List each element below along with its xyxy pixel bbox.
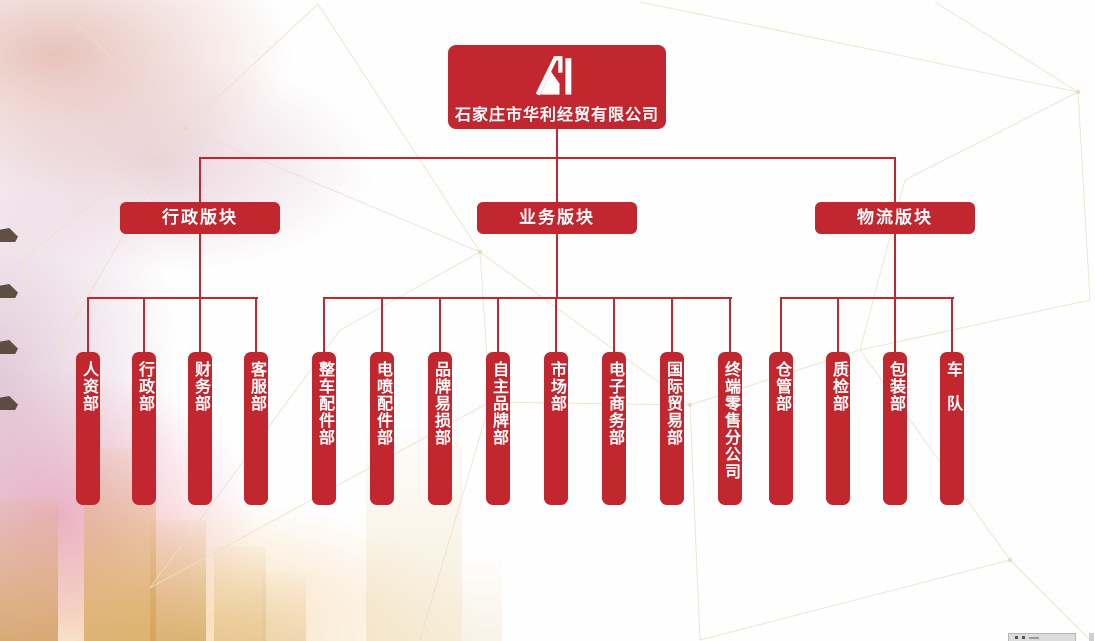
connector-drop [199, 157, 201, 203]
connector-dept-drop [671, 297, 673, 353]
company-logo-icon [535, 56, 572, 96]
connector-dept-drop [837, 297, 839, 353]
dept-node: 车队 [940, 352, 964, 505]
connector-drop [556, 157, 558, 203]
dept-label: 电子商务部 [606, 361, 623, 446]
connector-group-stem [894, 234, 896, 298]
dept-label: 自主品牌部 [490, 361, 507, 446]
section-node-business: 业务版块 [477, 202, 637, 234]
dept-label: 国际贸易部 [664, 361, 681, 446]
connector-group-stem [199, 234, 201, 298]
dept-node: 国际贸易部 [660, 352, 684, 505]
dept-label: 市场部 [548, 361, 565, 412]
connector-dept-drop [87, 297, 89, 353]
dept-node: 包装部 [883, 352, 907, 505]
dept-node: 行政部 [132, 352, 156, 505]
connector-group-rail [781, 297, 954, 299]
taskbar-sliver[interactable] [1008, 633, 1076, 641]
dept-node: 电子商务部 [602, 352, 626, 505]
connector-dept-drop [323, 297, 325, 353]
dept-node: 自主品牌部 [486, 352, 510, 505]
company-name: 石家庄市华利经贸有限公司 [454, 107, 659, 124]
dept-label: 终端零售分公司 [722, 361, 739, 480]
connector-dept-drop [780, 297, 782, 353]
dept-node: 电喷配件部 [370, 352, 394, 505]
connector-drop [894, 157, 896, 203]
connector-dept-drop [951, 297, 953, 353]
connector-dept-drop [497, 297, 499, 353]
connector-dept-drop [555, 297, 557, 353]
connector-dept-drop [255, 297, 257, 353]
dept-label: 车队 [944, 361, 961, 429]
connector-root-drop [556, 129, 558, 159]
dept-node: 人资部 [76, 352, 100, 505]
dept-node: 客服部 [244, 352, 268, 505]
dept-label: 包装部 [887, 361, 904, 412]
connector-dept-drop [729, 297, 731, 353]
dept-node: 仓管部 [769, 352, 793, 505]
dept-label: 财务部 [192, 361, 209, 412]
connector-dept-drop [613, 297, 615, 353]
dept-label: 行政部 [136, 361, 153, 412]
dept-label: 客服部 [248, 361, 265, 412]
dept-label: 整车配件部 [316, 361, 333, 446]
dept-label: 质检部 [830, 361, 847, 412]
dept-node: 终端零售分公司 [718, 352, 742, 505]
dept-node: 品牌易损部 [428, 352, 452, 505]
company-root-node: 石家庄市华利经贸有限公司 [448, 45, 666, 129]
dept-label: 仓管部 [773, 361, 790, 412]
dept-node: 整车配件部 [312, 352, 336, 505]
connector-dept-drop [381, 297, 383, 353]
dept-label: 品牌易损部 [432, 361, 449, 446]
section-node-admin: 行政版块 [120, 202, 280, 234]
connector-main-rail [199, 157, 896, 159]
dept-node: 市场部 [544, 352, 568, 505]
dept-label: 人资部 [80, 361, 97, 412]
taskbar-edge-tick [1089, 633, 1094, 641]
dept-node: 财务部 [188, 352, 212, 505]
connector-dept-drop [143, 297, 145, 353]
connector-group-stem [556, 234, 558, 298]
connector-dept-drop [439, 297, 441, 353]
connector-group-rail [324, 297, 732, 299]
dept-label: 电喷配件部 [374, 361, 391, 446]
connector-dept-drop [894, 297, 896, 353]
connector-dept-drop [199, 297, 201, 353]
section-node-logistics: 物流版块 [815, 202, 975, 234]
connector-group-rail [88, 297, 258, 299]
dept-node: 质检部 [826, 352, 850, 505]
